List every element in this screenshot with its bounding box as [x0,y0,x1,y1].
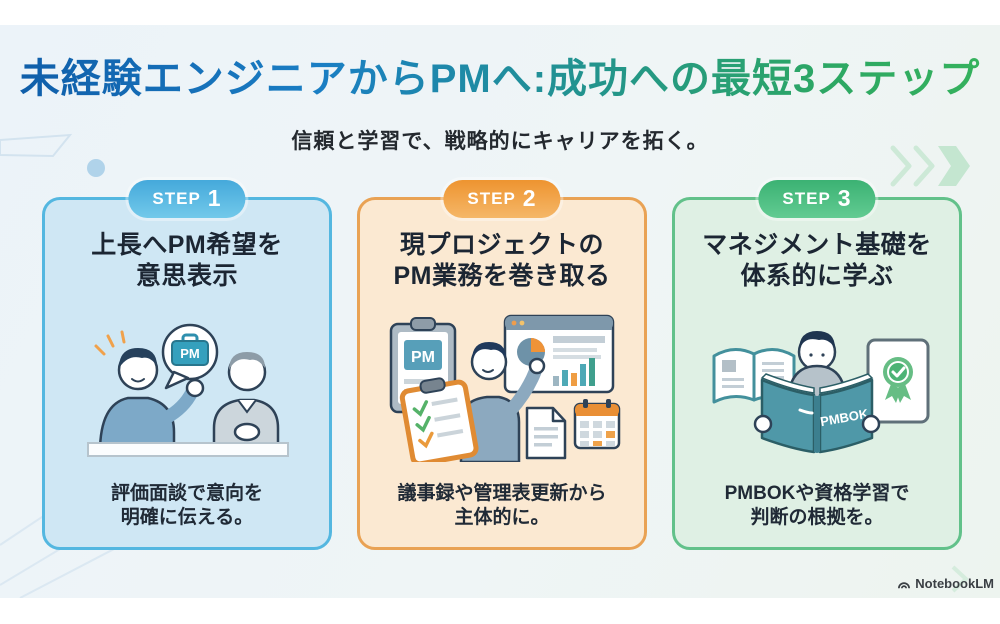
step-badge-label: STEP [152,189,201,208]
page-subtitle: 信頼と学習で、戦略的にキャリアを拓く。 [291,130,709,153]
step-badge-2: STEP 2 [443,180,561,218]
person-engineer [98,348,205,454]
dot-decoration [87,159,105,177]
step3-illustration: PMBOK [712,331,930,454]
check-icon [891,366,906,378]
step-badge-label: STEP [467,189,516,208]
watermark: NotebookLM [897,576,994,591]
step-badge-number: 2 [522,184,537,211]
pmbok-book-icon: PMBOK [753,373,881,454]
tablet-certificate-icon [866,338,930,424]
step-title-2: 現プロジェクトの PM業務を巻き取る [393,231,611,290]
calendar-icon [573,399,621,450]
person-pointing [459,342,546,462]
step-badge-number: 1 [207,184,222,211]
steps-row: STEP 1 上長へPM希望を 意思表示 PM [42,180,962,550]
infographic-stage: 未経験エンジニアからPMへ:成功への最短3ステップ 信頼と学習で、戦略的にキャリ… [0,25,1000,598]
person-manager [212,352,280,454]
step-badge-number: 3 [837,184,852,211]
step-badge-1: STEP 1 [128,180,246,218]
step-title-3: マネジメント基礎を 体系的に学ぶ [702,231,932,290]
watermark-label: NotebookLM [915,576,994,591]
step1-illustration: PM [87,323,289,457]
step-card-2: STEP 2 現プロジェクトの PM業務を巻き取る PM [357,180,647,550]
step-caption-2: 議事録や管理表更新から 主体的に。 [397,482,607,529]
step-title-1: 上長へPM希望を 意思表示 [91,231,283,290]
briefcase-label: PM [180,346,200,361]
step-caption-1: 評価面談で意向を 明確に伝える。 [110,482,263,529]
step-card-1: STEP 1 上長へPM希望を 意思表示 PM [42,180,332,550]
sparkle-icon [94,330,126,356]
step-badge-label: STEP [782,189,831,208]
briefcase-icon [171,340,209,366]
step-caption-3: PMBOKや資格学習で 判断の根拠を。 [724,482,910,529]
pm-clipboard-label: PM [411,349,435,366]
page-title: 未経験エンジニアからPMへ:成功への最短3ステップ [0,57,1000,101]
checklist-clipboard-icon [399,377,479,462]
step-badge-3: STEP 3 [758,180,876,218]
table [87,442,289,457]
dashboard-window-icon [503,314,615,394]
document-icon [525,406,567,460]
speech-bubble-icon: PM [161,323,219,390]
step2-illustration: PM [389,314,621,462]
bar-chart-icon [553,358,595,386]
notebooklm-logo-icon [898,581,911,589]
step-card-3: STEP 3 マネジメント基礎を 体系的に学ぶ [672,180,962,550]
